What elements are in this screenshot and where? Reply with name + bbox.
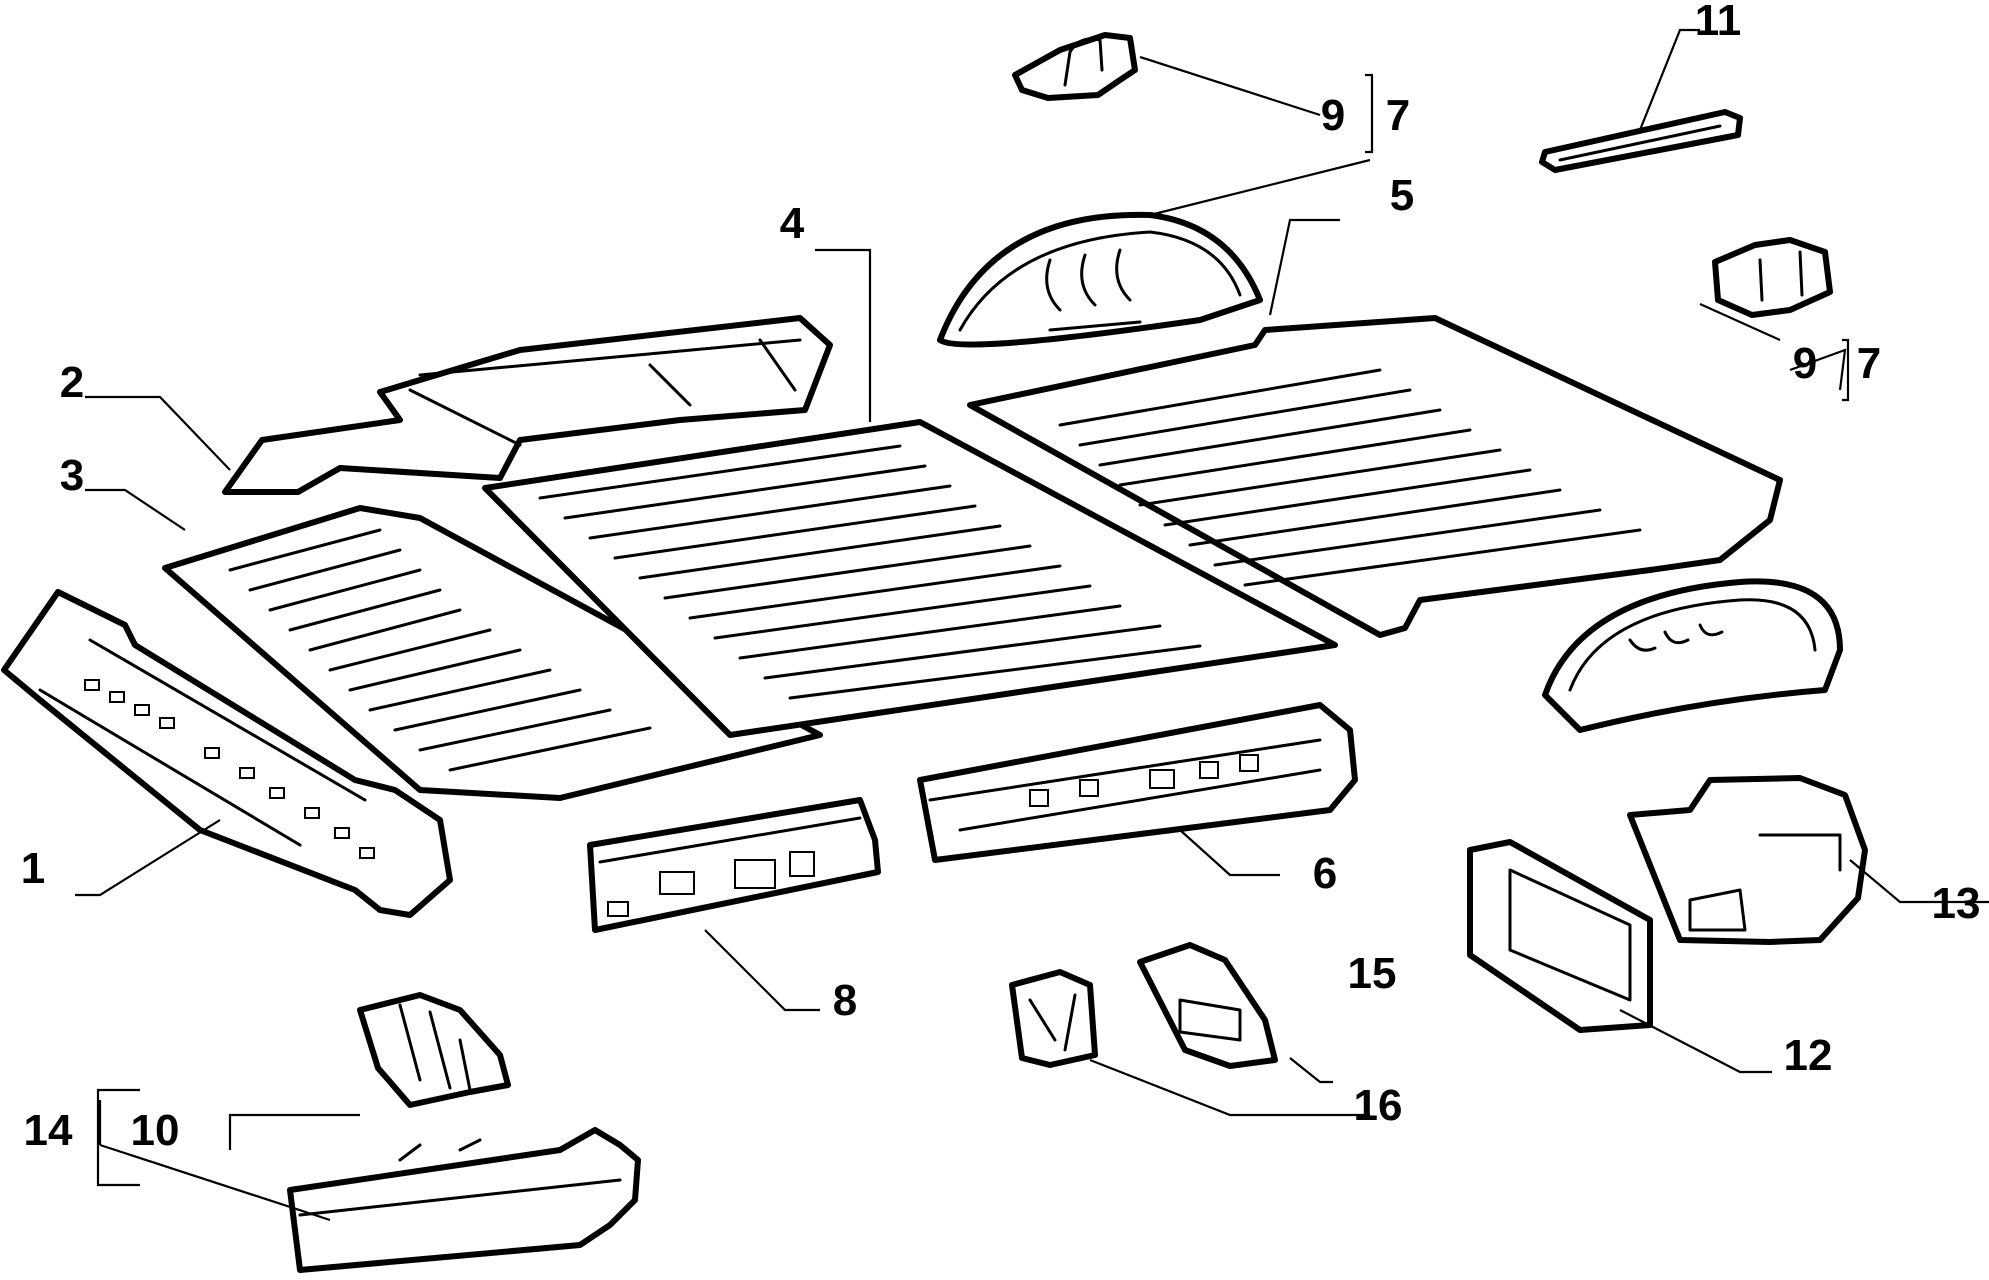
part-4-central-floor-panel [482, 419, 1338, 738]
callout-14: 14 [24, 1106, 73, 1155]
part-10-small-bracket [357, 992, 511, 1108]
part-11-reinforcement-strip [1539, 109, 1743, 173]
part-8-middle-crossmember [587, 797, 881, 933]
callout-1: 1 [21, 844, 45, 893]
part-2-front-crossmember [222, 315, 833, 495]
part-1-side-sill [1, 589, 453, 918]
part-9-bracket-lower [1712, 237, 1833, 318]
part-7-wheel-arch-upper [937, 211, 1263, 348]
callout-labels: 1 2 3 4 5 6 7 7 8 9 9 10 11 12 13 14 15 … [21, 0, 1981, 1155]
part-3-front-floor-panel [162, 505, 823, 801]
callout-9-lower: 9 [1793, 339, 1817, 388]
part-14-rear-sill [287, 1127, 641, 1273]
callout-12: 12 [1784, 1031, 1833, 1080]
callout-4: 4 [780, 199, 805, 248]
callout-11: 11 [1695, 0, 1742, 45]
callout-10: 10 [131, 1106, 180, 1155]
part-9-bracket-upper [1012, 32, 1138, 101]
part-15-small-bracket [1137, 942, 1278, 1069]
part-16-small-bracket [1009, 969, 1098, 1068]
callout-15: 15 [1348, 949, 1397, 998]
part-5-rear-floor-panel [967, 315, 1783, 638]
part-12-rear-panel [1467, 839, 1653, 1033]
leader-lines [75, 28, 1989, 1222]
part-6-rear-crossmember [917, 702, 1358, 863]
callout-6: 6 [1313, 849, 1337, 898]
callout-13: 13 [1932, 879, 1981, 928]
part-7-wheel-arch-lower [1542, 578, 1843, 733]
callout-5: 5 [1390, 171, 1414, 220]
part-13-box-section [1627, 775, 1868, 945]
callout-3: 3 [60, 451, 84, 500]
callout-group-brackets [96, 73, 1850, 1187]
callout-2: 2 [60, 358, 84, 407]
callout-7-upper: 7 [1386, 91, 1410, 140]
callout-16: 16 [1354, 1081, 1403, 1130]
callout-9-upper: 9 [1321, 91, 1345, 140]
callout-8: 8 [833, 976, 857, 1025]
callout-7-lower: 7 [1857, 339, 1881, 388]
